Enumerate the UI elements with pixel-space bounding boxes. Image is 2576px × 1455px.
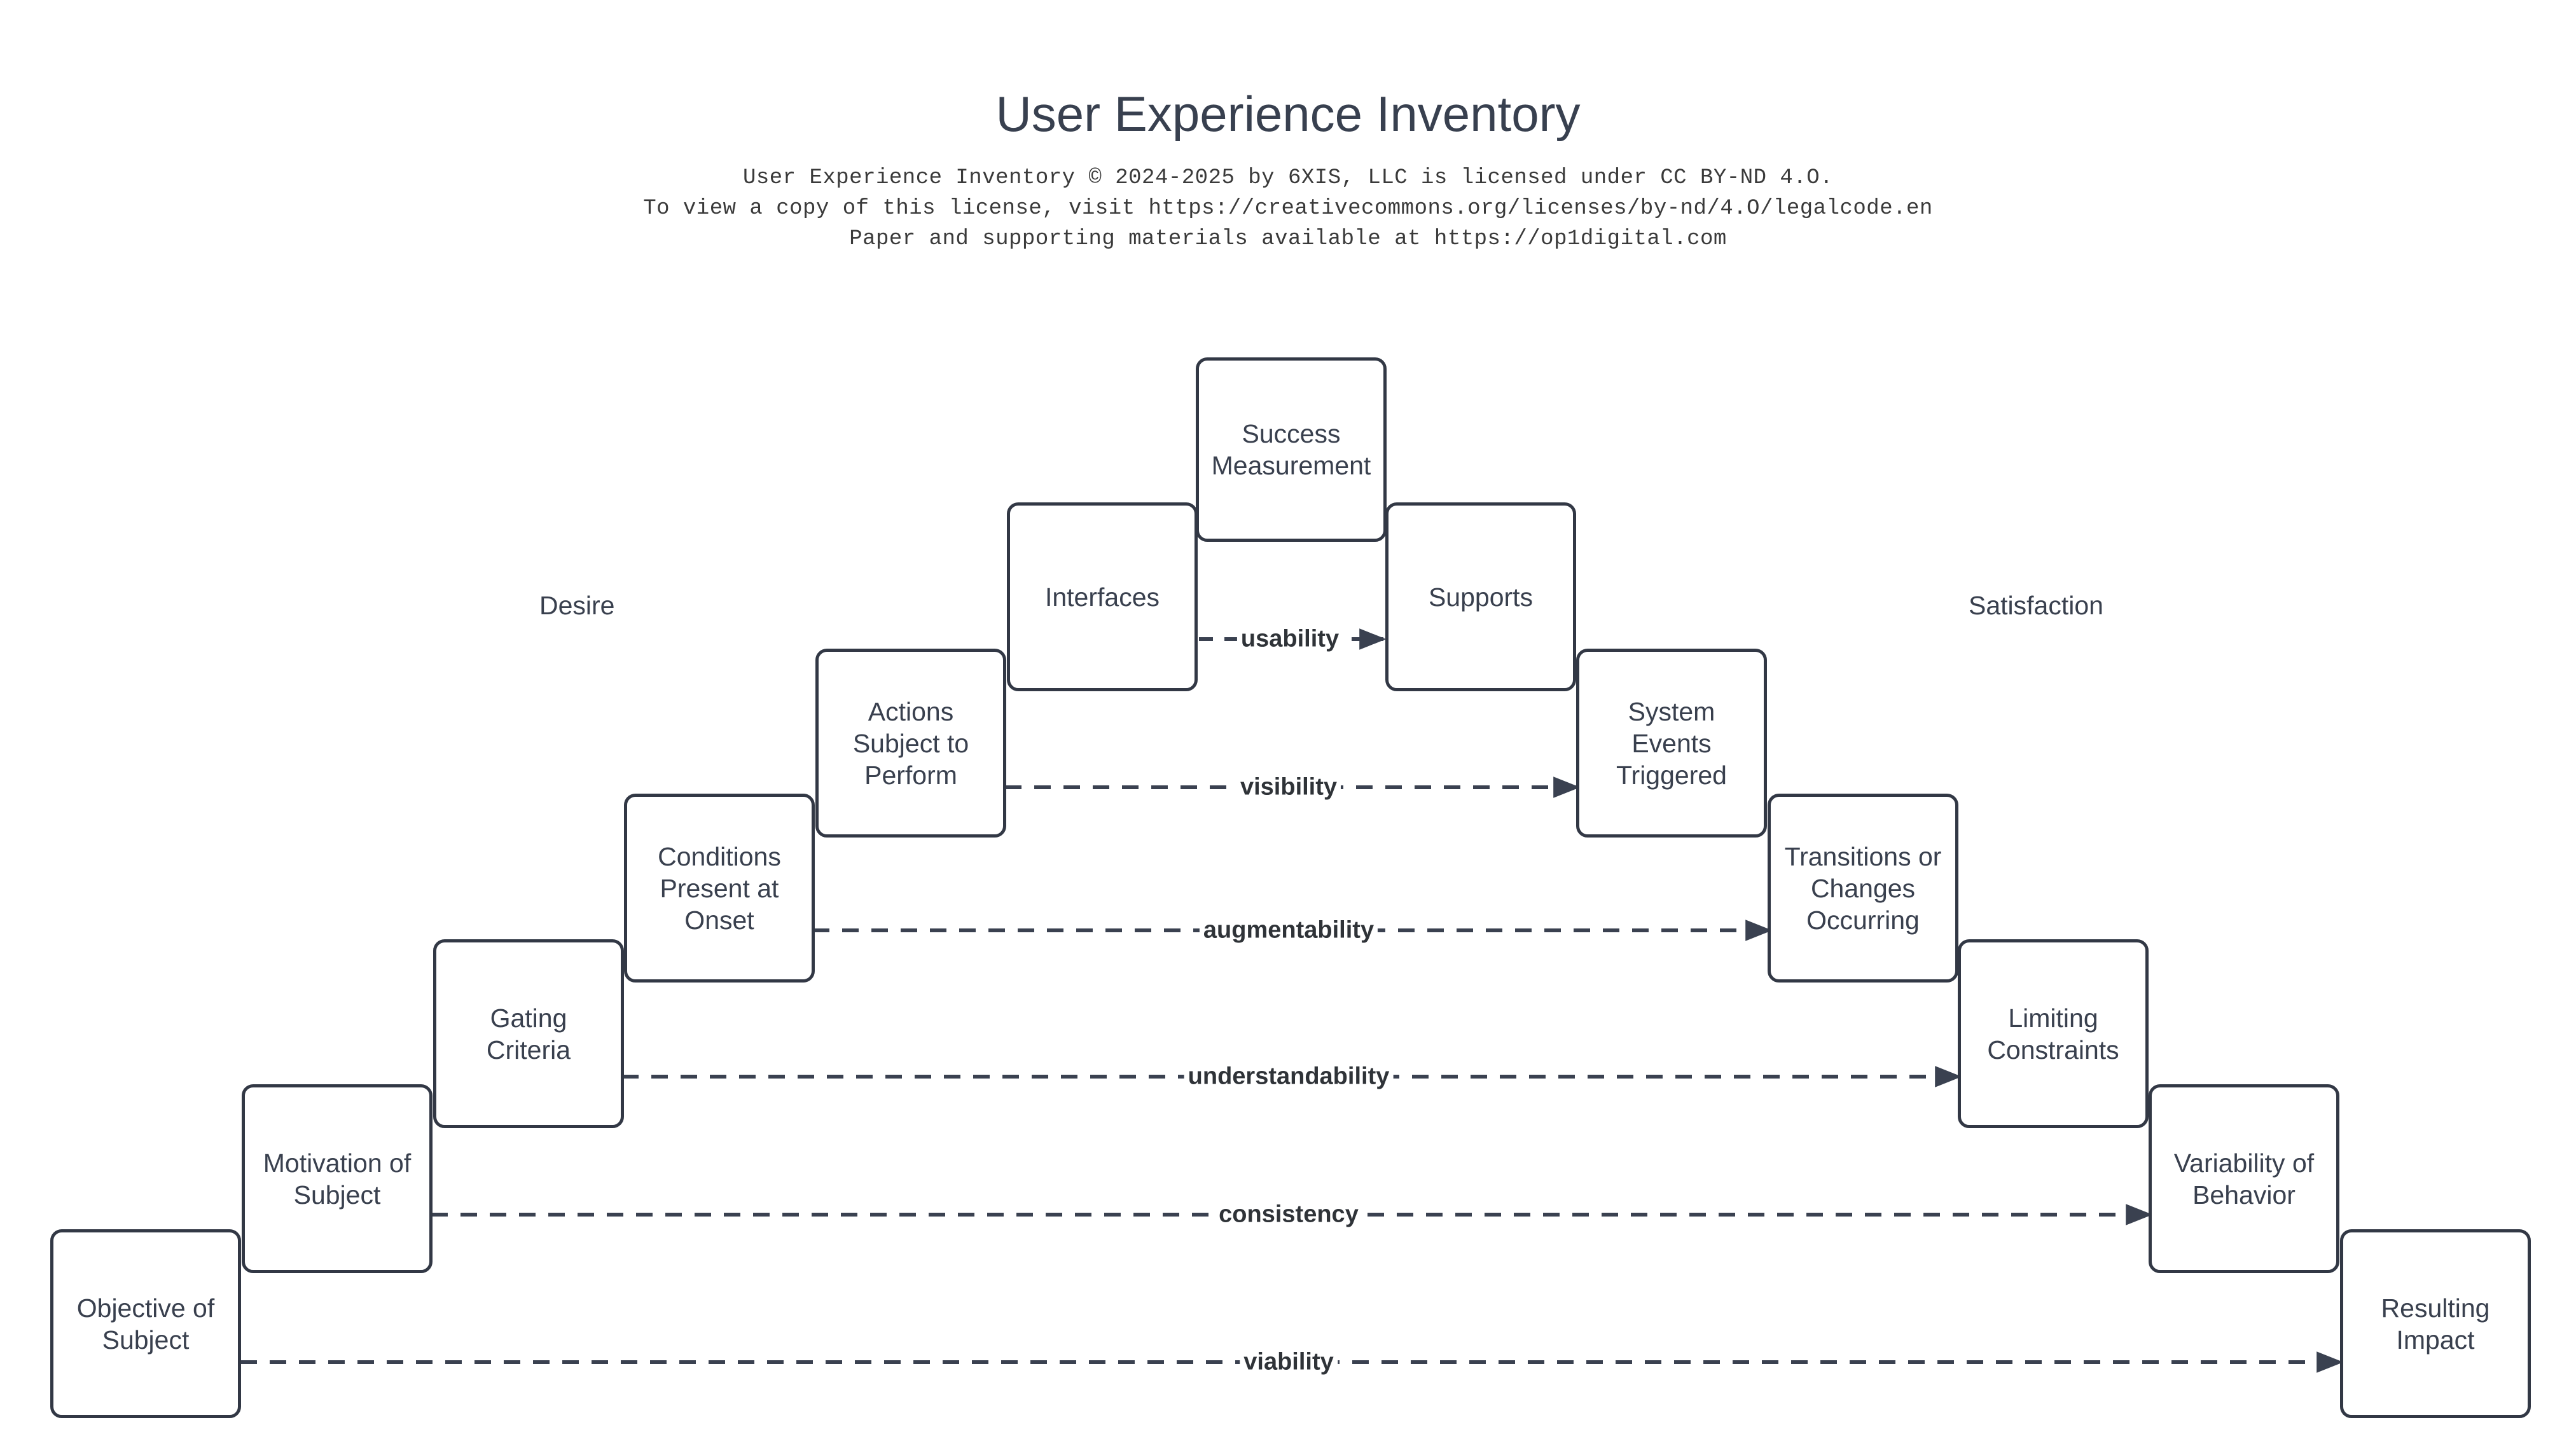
node-label-interfaces: Interfaces (1044, 582, 1160, 612)
node-supports[interactable]: Supports (1385, 502, 1576, 691)
node-gating-criteria[interactable]: Gating Criteria (433, 939, 624, 1128)
node-interfaces[interactable]: Interfaces (1007, 502, 1198, 691)
edge-label-augmentability: augmentability (1199, 916, 1378, 944)
edge-label-usability: usability (1236, 625, 1343, 653)
edge-label-understandability: understandability (1184, 1063, 1394, 1091)
license-line-3: Paper and supporting materials available… (849, 227, 1727, 251)
license-line-1: User Experience Inventory © 2024-2025 by… (742, 166, 1834, 190)
edge-label-consistency: consistency (1215, 1201, 1362, 1229)
document-header: User Experience Inventory User Experienc… (0, 0, 2576, 254)
phase-label-satisfaction: Satisfaction (1969, 591, 2103, 620)
edge-label-visibility: visibility (1236, 773, 1341, 801)
edge-label-viability: viability (1240, 1348, 1338, 1376)
page-title: User Experience Inventory (995, 86, 1581, 142)
node-label-supports: Supports (1428, 582, 1534, 612)
license-line-2: To view a copy of this license, visit ht… (643, 197, 1933, 221)
node-label-gating-criteria: Gating Criteria (486, 1003, 571, 1065)
license-notice: User Experience Inventory © 2024-2025 by… (0, 163, 2576, 254)
phase-label-desire: Desire (539, 591, 615, 620)
